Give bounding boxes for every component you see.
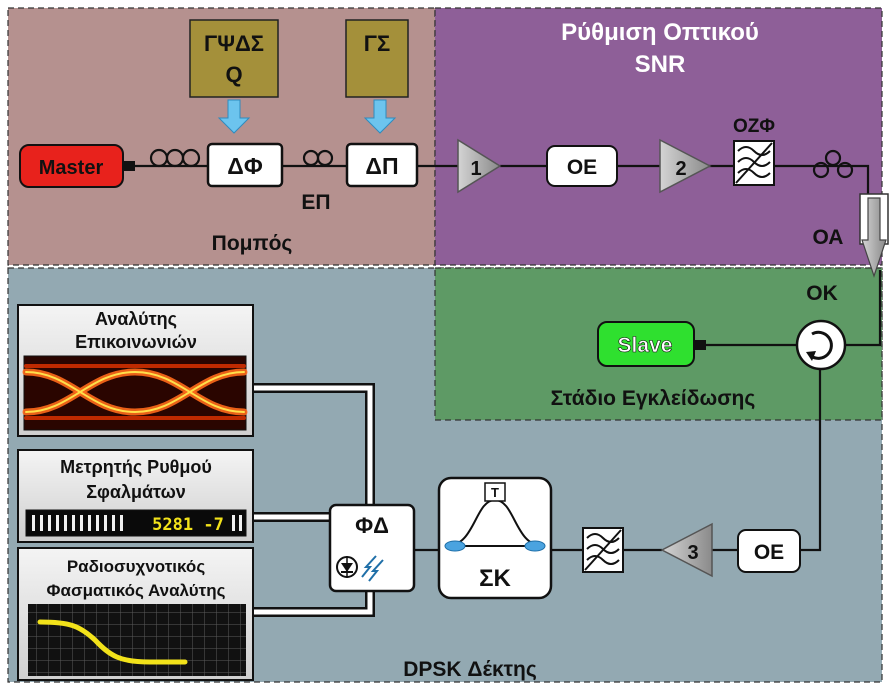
receiver-title: DPSK Δέκτης: [403, 658, 537, 681]
snr-title-line2: SNR: [635, 51, 686, 78]
photodiode[interactable]: ΦΔ: [328, 503, 416, 593]
master-label: Master: [39, 157, 104, 179]
slave-laser[interactable]: Slave: [597, 321, 706, 367]
optical-coupler-icon[interactable]: [859, 193, 889, 278]
rf-arrow-2-icon: [363, 99, 397, 134]
transmitter-title: Πομπός: [212, 232, 293, 255]
amp-mod-label: ΔΠ: [365, 153, 398, 179]
communications-analyzer[interactable]: Αναλύτης Επικοινωνιών: [17, 304, 254, 437]
bandpass-filter-icon[interactable]: [733, 140, 775, 186]
pc-label: ΕΠ: [301, 191, 330, 214]
ber-display: [25, 509, 247, 537]
amplifier-1[interactable]: 1: [457, 138, 502, 194]
rf-arrow-icon: [217, 99, 251, 134]
optical-attenuator-1[interactable]: ΟΕ: [546, 145, 618, 187]
signal-generator[interactable]: ΓΣ: [345, 19, 409, 98]
ber-value: 5281 -7: [152, 515, 224, 535]
spectrum-analyzer-line1: Ραδιοσυχνοτικός: [67, 557, 205, 576]
prbs-label-line2: Q: [225, 62, 242, 87]
amplitude-modulator[interactable]: ΔΠ: [345, 142, 419, 188]
master-laser[interactable]: Master: [19, 144, 135, 188]
photodiode-icon: [336, 555, 384, 582]
phase-mod-label: ΔΦ: [227, 153, 263, 179]
signal-gen-label: ΓΣ: [364, 31, 390, 56]
rf-spectrum-analyzer[interactable]: Ραδιοσυχνοτικός Φασματικός Αναλύτης: [17, 547, 254, 681]
polarization-controller-icon[interactable]: [149, 148, 201, 168]
eye-diagram-trace: [22, 364, 248, 420]
optical-attenuator-2[interactable]: ΟΕ: [737, 529, 801, 573]
photodiode-label: ΦΔ: [355, 513, 389, 538]
locking-title: Στάδιο Εγκλείδωσης: [551, 387, 756, 410]
polarization-controller-2-icon[interactable]: [302, 149, 334, 167]
receiver-filter-icon[interactable]: [582, 527, 624, 573]
amp1-label: 1: [470, 158, 481, 180]
amplifier-3[interactable]: 3: [660, 522, 713, 578]
phase-modulator[interactable]: ΔΦ: [206, 142, 284, 188]
amp3-label: 3: [687, 542, 698, 564]
slave-label: Slave: [618, 334, 673, 357]
spectrum-trace: [37, 619, 188, 665]
comm-analyzer-line2: Επικοινωνιών: [75, 332, 197, 352]
filter-label: ΟΖΦ: [733, 116, 775, 137]
delay-tag-label: T: [491, 485, 499, 500]
amp2-label: 2: [675, 158, 686, 180]
attenuator1-label: ΟΕ: [567, 156, 597, 179]
amplifier-2[interactable]: 2: [659, 138, 712, 194]
prbs-label-line1: ΓΨΔΣ: [204, 31, 264, 56]
attenuator2-label: ΟΕ: [754, 541, 784, 564]
delay-interferometer[interactable]: T ΣΚ: [437, 476, 553, 600]
ber-tester-line2: Σφαλμάτων: [86, 482, 186, 502]
ber-tester-line1: Μετρητής Ρυθμού: [60, 457, 212, 477]
polarization-controller-3-icon[interactable]: [812, 149, 854, 179]
snr-title-line1: Ρύθμιση Οπτικού: [561, 19, 759, 46]
circulator-label: ΟΚ: [806, 282, 838, 305]
ber-tester[interactable]: Μετρητής Ρυθμού Σφαλμάτων 5281 -7: [17, 449, 254, 543]
interferometer-label: ΣΚ: [479, 565, 511, 592]
coupler-label: ΟΑ: [813, 226, 844, 249]
snr-section: [434, 7, 883, 266]
prbs-generator[interactable]: ΓΨΔΣ Q: [189, 19, 279, 98]
comm-analyzer-line1: Αναλύτης: [95, 309, 177, 329]
spectrum-analyzer-line2: Φασματικός Αναλύτης: [47, 581, 226, 600]
ber-display-segments: [32, 515, 123, 531]
circulator-icon[interactable]: [795, 319, 847, 371]
